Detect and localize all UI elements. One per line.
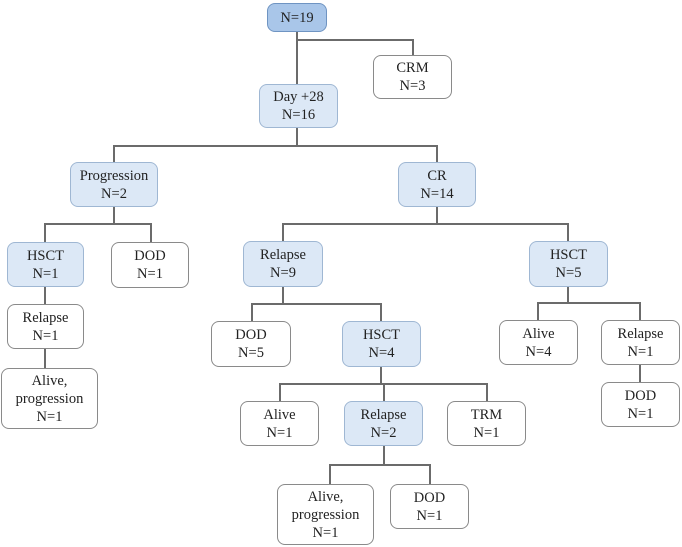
node-progression-dod: DOD N=1 bbox=[111, 242, 189, 288]
node-relapse-hsct-relapse-label: Relapse bbox=[360, 406, 407, 423]
node-progression-relapse: Relapse N=1 bbox=[7, 304, 84, 349]
node-hsct-relapse-dod: DOD N=1 bbox=[601, 382, 680, 427]
node-cr-relapse: Relapse N=9 bbox=[243, 241, 323, 287]
node-progression-count: N=2 bbox=[101, 185, 127, 202]
node-hsct-relapse-dod-label: DOD bbox=[624, 387, 657, 404]
node-relapse-hsct-trm-label: TRM bbox=[470, 406, 503, 423]
node-progression-dod-label: DOD bbox=[134, 248, 166, 264]
connector-line bbox=[44, 207, 115, 242]
node-relapse-dod: DOD N=5 bbox=[211, 321, 291, 367]
node-relapse-dod-label: DOD bbox=[235, 327, 267, 343]
node-second-relapse-dod: DOD N=1 bbox=[390, 484, 469, 529]
node-total-count: N=19 bbox=[280, 9, 314, 26]
node-day28-label: Day +28 bbox=[273, 89, 324, 105]
node-relapse-dod-count: N=5 bbox=[238, 345, 264, 361]
connector-line bbox=[384, 464, 431, 484]
node-cr-count: N=14 bbox=[420, 185, 454, 202]
node-progression-alive-label2: progression bbox=[15, 390, 84, 407]
node-relapse-hsct-relapse-count: N=2 bbox=[370, 424, 397, 441]
node-progression-alive-count: N=1 bbox=[36, 408, 63, 425]
node-progression-alive: Alive, progression N=1 bbox=[1, 368, 98, 429]
node-hsct-alive-label: Alive bbox=[522, 325, 555, 342]
node-progression-hsct: HSCT N=1 bbox=[7, 242, 84, 287]
node-relapse-hsct-relapse: Relapse N=2 bbox=[344, 401, 423, 446]
connector-line bbox=[437, 223, 569, 241]
connector-line bbox=[251, 287, 284, 321]
node-hsct-relapse-dod-count: N=1 bbox=[627, 405, 654, 422]
node-crm-count: N=3 bbox=[399, 78, 426, 94]
node-day28-count: N=16 bbox=[281, 107, 316, 123]
node-second-relapse-alive-label: Alive, bbox=[307, 488, 344, 505]
node-cr-hsct: HSCT N=5 bbox=[529, 241, 608, 287]
node-relapse-hsct-label: HSCT bbox=[362, 327, 401, 343]
node-cr-hsct-label: HSCT bbox=[549, 247, 588, 263]
connector-line bbox=[381, 383, 488, 401]
node-progression-relapse-count: N=1 bbox=[32, 327, 59, 344]
node-second-relapse-alive-label2: progression bbox=[291, 506, 360, 523]
node-hsct-alive-count: N=4 bbox=[525, 343, 552, 360]
node-second-relapse-dod-count: N=1 bbox=[416, 507, 443, 524]
node-hsct-alive: Alive N=4 bbox=[499, 320, 578, 365]
node-cr: CR N=14 bbox=[398, 162, 476, 207]
node-relapse-hsct-trm-count: N=1 bbox=[473, 424, 500, 441]
node-crm-label: CRM bbox=[396, 60, 429, 76]
node-relapse-hsct-alive-label: Alive bbox=[263, 406, 296, 423]
node-cr-label: CR bbox=[427, 167, 447, 184]
node-relapse-hsct-trm: TRM N=1 bbox=[447, 401, 526, 446]
node-progression-alive-label: Alive, bbox=[31, 372, 68, 389]
node-relapse-hsct-count: N=4 bbox=[368, 345, 395, 361]
node-progression: Progression N=2 bbox=[70, 162, 158, 207]
node-relapse-hsct: HSCT N=4 bbox=[342, 321, 421, 367]
node-second-relapse-dod-label: DOD bbox=[413, 489, 446, 506]
node-hsct-relapse-label: Relapse bbox=[617, 325, 664, 342]
node-hsct-relapse-count: N=1 bbox=[627, 343, 654, 360]
node-cr-relapse-count: N=9 bbox=[270, 265, 296, 281]
connector-line bbox=[282, 207, 438, 241]
node-hsct-relapse: Relapse N=1 bbox=[601, 320, 680, 365]
node-cr-hsct-count: N=5 bbox=[555, 265, 582, 281]
node-relapse-hsct-alive: Alive N=1 bbox=[240, 401, 319, 446]
connector-line bbox=[537, 287, 569, 320]
connector-line bbox=[297, 145, 438, 162]
node-progression-relapse-label: Relapse bbox=[22, 309, 69, 326]
node-progression-hsct-count: N=1 bbox=[32, 265, 59, 282]
node-second-relapse-alive-count: N=1 bbox=[312, 524, 339, 541]
connector-line bbox=[297, 39, 414, 55]
connector-line bbox=[381, 383, 385, 401]
connector-line bbox=[113, 128, 298, 162]
connector-line bbox=[283, 303, 382, 321]
connector-line bbox=[329, 446, 385, 484]
node-progression-label: Progression bbox=[79, 167, 149, 184]
node-relapse-hsct-alive-count: N=1 bbox=[266, 424, 293, 441]
node-day28: Day +28 N=16 bbox=[259, 84, 338, 128]
node-second-relapse-alive: Alive, progression N=1 bbox=[277, 484, 374, 545]
connector-line bbox=[568, 302, 641, 320]
node-total: N=19 bbox=[267, 3, 327, 32]
node-cr-relapse-label: Relapse bbox=[260, 247, 306, 263]
node-crm: CRM N=3 bbox=[373, 55, 452, 99]
connector-line bbox=[114, 223, 152, 242]
node-progression-dod-count: N=1 bbox=[137, 266, 163, 282]
node-progression-hsct-label: HSCT bbox=[26, 247, 65, 264]
connector-line bbox=[279, 367, 382, 401]
